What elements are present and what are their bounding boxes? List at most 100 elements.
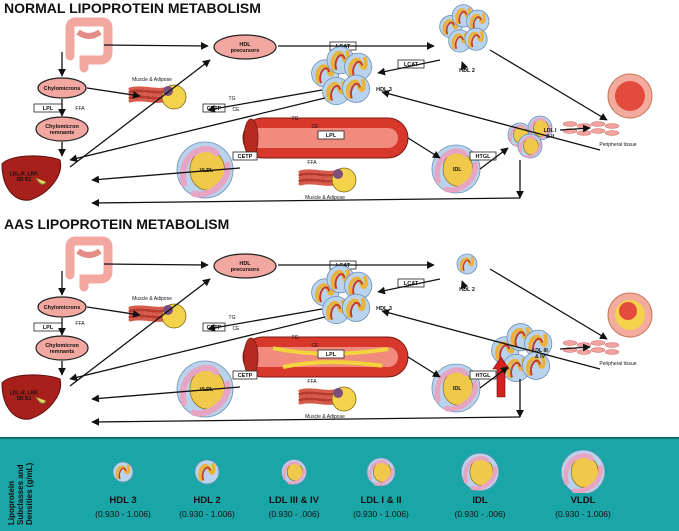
- legend-item-name: LDL III & IV: [269, 495, 319, 506]
- aas-chylomicrons-label: Chylomicrons: [44, 305, 81, 311]
- normal-arrow-liver-hdl: [69, 59, 211, 168]
- legend-item: HDL 2(0.930 - 1.006): [162, 447, 252, 527]
- aas-lcat2-label: LCAT: [404, 281, 419, 287]
- aas-hdl3-label: HDL 3: [376, 306, 392, 312]
- legend-big-particle: [366, 457, 396, 487]
- aas-arrow-hdl2-peripheral: [489, 268, 608, 340]
- aas-title: AAS LIPOPROTEIN METABOLISM: [4, 216, 230, 232]
- aas-idl-label: IDL: [453, 386, 462, 392]
- legend-particle-icon: [460, 452, 500, 492]
- aas-arrow-hdl3-liver: [69, 316, 326, 382]
- legend-title: LipoproteinSubclasses andDensities (g/mL…: [7, 462, 34, 525]
- normal-ldl-particle-c: [517, 133, 543, 159]
- aas-hdl2-label: HDL 2: [459, 287, 475, 293]
- legend-item-density: (0.930 - .006): [268, 509, 320, 519]
- aas-lpl1: LPL: [33, 322, 63, 332]
- normal-title: NORMAL LIPOPROTEIN METABOLISM: [4, 0, 261, 16]
- legend-hdl-particle: [194, 459, 220, 485]
- normal-arrow-chylo-muscle: [86, 87, 141, 99]
- normal-idl-label: IDL: [453, 167, 462, 173]
- aas-arrow-chylo-muscle: [86, 306, 141, 318]
- normal-liver-icon-label: LDL-R, LRP,SR B1: [10, 171, 39, 183]
- legend-item-name: LDL I & II: [360, 495, 402, 506]
- aas-ffa1: FFA: [75, 321, 85, 327]
- aas-cetp2: CETP: [232, 370, 258, 380]
- aas-liver-icon-label: LDL-R, LRP,SR B1: [10, 390, 39, 402]
- legend-particle-icon: [366, 457, 396, 487]
- aas-muscle-adipose1: Muscle & Adipose: [132, 296, 172, 302]
- aas-ldl-label: LDL III& IV: [532, 348, 548, 360]
- aas-hdl3-cluster-particle: [341, 293, 371, 322]
- aas-htgl: HTGL: [469, 370, 497, 380]
- aas-tg1: TG: [229, 315, 236, 321]
- normal-arrow-lcat-hdl2: [460, 61, 469, 71]
- aas-peripheral-icon: [562, 292, 653, 355]
- normal-arrow-ldl-liver: [91, 197, 521, 207]
- legend-band: LipoproteinSubclasses andDensities (g/mL…: [0, 437, 679, 531]
- normal-lpl1: LPL: [33, 103, 63, 113]
- normal-cetp2: CETP: [232, 151, 258, 161]
- normal-chylomicrons: Chylomicrons: [37, 77, 87, 99]
- normal-arrow-hdl3-liver: [69, 97, 326, 163]
- normal-peripheral-icon: [562, 73, 653, 136]
- aas-chylomicrons: Chylomicrons: [37, 296, 87, 318]
- normal-ce1: CE: [233, 107, 241, 113]
- normal-arrow-idl-ldl: [479, 147, 509, 170]
- aas-arrow-vessel-idl: [407, 356, 441, 378]
- aas-hdl3-cluster-particle: [344, 271, 373, 300]
- normal-idl-particle: IDL: [431, 144, 481, 194]
- normal-htgl-label: HTGL: [476, 154, 492, 160]
- aas-arrow-liver-hdl: [69, 278, 211, 387]
- aas-muscle-adipose2: Muscle & Adipose: [305, 414, 345, 420]
- aas-cetp2-label: CETP: [238, 373, 253, 379]
- aas-ce2: CE: [312, 343, 320, 349]
- aas-ce1: CE: [233, 326, 241, 332]
- legend-big-particle: [560, 449, 606, 495]
- svg-text:LipoproteinSubclasses andDensi: LipoproteinSubclasses andDensities (g/mL…: [7, 462, 34, 525]
- normal-hdl2-label: HDL 2: [459, 68, 475, 74]
- aas-arrow-ldl-liver: [91, 416, 521, 426]
- normal-liver-icon: LDL-R, LRP,SR B1: [1, 155, 62, 201]
- aas-ldl-cluster-particle: [521, 351, 551, 380]
- normal-arrow-peripheral-hdl3: [381, 90, 601, 151]
- normal-intestine-icon: [65, 17, 113, 73]
- legend-item-name: VLDL: [570, 495, 596, 506]
- normal-chylomicrons-label: Chylomicrons: [44, 86, 81, 92]
- normal-tg1: TG: [229, 96, 236, 102]
- normal-muscle-adipose1: Muscle & Adipose: [132, 77, 172, 83]
- aas-arrow-hdl2-hdl3: [377, 278, 441, 295]
- normal-ffa2: FFA: [307, 160, 317, 166]
- aas-arrow-lcat-hdl2: [460, 280, 469, 290]
- normal-peripheral-label: Peripheral tissue: [599, 142, 636, 148]
- normal-lpl2: LPL: [317, 130, 345, 140]
- legend-item-name: IDL: [472, 495, 488, 506]
- aas-vldl-particle: VLDL: [176, 360, 234, 418]
- legend-item-density: (0.930 - 1.006): [179, 509, 235, 519]
- normal-htgl: HTGL: [469, 151, 497, 161]
- aas-arrow-peripheral-hdl3: [381, 309, 601, 370]
- legend-big-particle: [460, 452, 500, 492]
- normal-muscle-icon-2: [298, 167, 357, 193]
- legend-particle-icon: [194, 459, 220, 485]
- aas-arrow-ldl-peripheral: [559, 343, 591, 352]
- normal-hdl2-cluster: [439, 4, 490, 53]
- legend-particle-icon: [281, 459, 307, 485]
- normal-lpl2-label: LPL: [326, 133, 337, 139]
- normal-hdl3-label: HDL 3: [376, 87, 392, 93]
- aas-peripheral-label: Peripheral tissue: [599, 361, 636, 367]
- legend-item: IDL(0.930 - .006): [435, 447, 525, 527]
- legend-item: LDL I & II(0.930 - 1.006): [336, 447, 426, 527]
- aas-htgl-label: HTGL: [476, 373, 492, 379]
- aas-ldl-cluster: [491, 323, 553, 383]
- normal-hdl3-cluster-particle: [341, 74, 371, 103]
